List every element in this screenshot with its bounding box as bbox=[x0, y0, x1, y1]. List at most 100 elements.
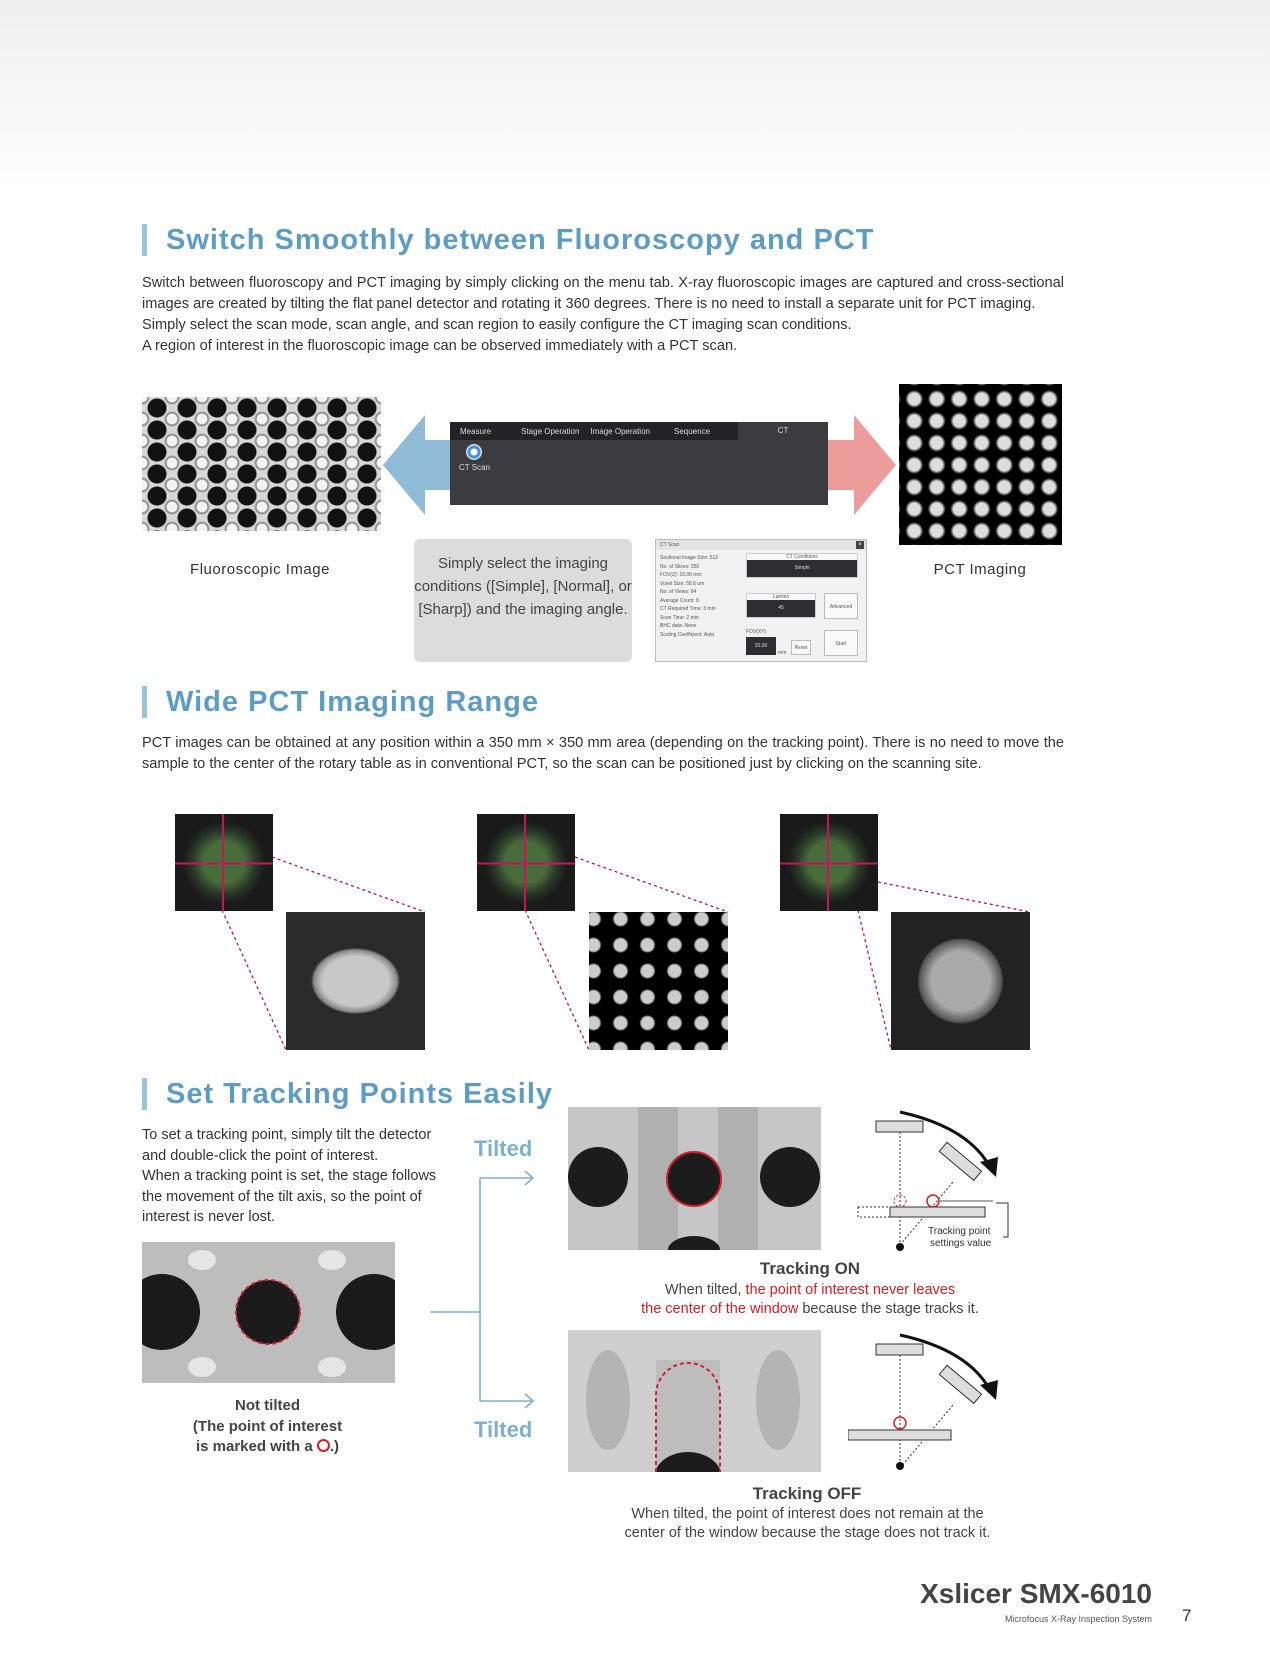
ct-scan-icon bbox=[466, 444, 483, 460]
tracking-off-title: Tracking OFF bbox=[752, 1484, 862, 1503]
close-icon[interactable]: × bbox=[856, 541, 864, 549]
software-menu-panel: Measure Stage Operation Image Operation … bbox=[450, 422, 828, 505]
paragraph: A region of interest in the fluoroscopic… bbox=[142, 338, 738, 354]
tab-stage-operation[interactable]: Stage Operation bbox=[521, 426, 580, 436]
desc-line: When tilted, the point of interest does … bbox=[631, 1506, 984, 1522]
info-line: No. of Views: 64 bbox=[660, 589, 697, 595]
zoom-connector-lines bbox=[221, 856, 1031, 1051]
not-tilted-caption: Not tilted (The point of interest is mar… bbox=[150, 1396, 385, 1458]
info-line: Average Count: 8 bbox=[660, 597, 699, 604]
fov-label: FOV(XY) bbox=[746, 629, 767, 635]
board-thumbnail bbox=[477, 814, 575, 911]
ct-scan-label: CT Scan bbox=[459, 463, 490, 472]
section-title-range: Wide PCT Imaging Range bbox=[142, 686, 539, 718]
diagram-label: settings value bbox=[930, 1238, 992, 1249]
caption-text: .) bbox=[329, 1438, 340, 1455]
tracking-off-description: When tilted, the point of interest does … bbox=[580, 1505, 1035, 1543]
info-line: Scan Time: 2 min bbox=[660, 614, 699, 621]
menu-bar: Measure Stage Operation Image Operation … bbox=[450, 422, 828, 440]
section-body-tracking: To set a tracking point, simply tilt the… bbox=[142, 1125, 452, 1228]
desc-line: When tilted, the point of interest never… bbox=[600, 1281, 1020, 1300]
paragraph: When a tracking point is set, the stage … bbox=[142, 1168, 437, 1225]
fov-input[interactable]: 20.00 bbox=[746, 637, 776, 655]
fluoroscopic-image bbox=[142, 397, 381, 531]
dialog-title: CT Scan bbox=[660, 542, 680, 548]
info-line: Voxel Size: 58.6 um bbox=[660, 580, 705, 587]
section-body-range: PCT images can be obtained at any positi… bbox=[142, 735, 1064, 772]
dialog-titlebar: CT Scan × bbox=[656, 540, 866, 550]
reset-button[interactable]: Reset bbox=[791, 640, 811, 655]
caption-line: Not tilted bbox=[235, 1397, 300, 1414]
pct-result-ball-grid bbox=[589, 912, 728, 1050]
section-title-fluoro-pct: Switch Smoothly between Fluoroscopy and … bbox=[142, 224, 874, 256]
tilted-label-bottom: Tilted bbox=[474, 1417, 533, 1442]
desc-text: because the stage tracks it. bbox=[798, 1301, 979, 1317]
caption-line: (The point of interest bbox=[192, 1417, 343, 1435]
start-button[interactable]: Start bbox=[824, 630, 858, 656]
info-line: Sectional Image Size: 512 bbox=[660, 555, 719, 561]
ct-conditions-group: CT Conditions Simple bbox=[746, 553, 858, 578]
arrow-right-icon bbox=[854, 415, 896, 515]
desc-line: the center of the window because the sta… bbox=[600, 1300, 1020, 1319]
info-line: FOV(Z): 15.00 mm bbox=[660, 572, 702, 578]
section-title-tracking: Set Tracking Points Easily bbox=[142, 1078, 553, 1110]
desc-highlight: the center of the window bbox=[641, 1301, 799, 1317]
tracking-off-diagram bbox=[848, 1333, 998, 1470]
arrow-right-shaft bbox=[826, 440, 856, 490]
product-subtitle: Microfocus X-Ray Inspection System bbox=[1004, 1614, 1152, 1624]
tracking-on-image bbox=[568, 1107, 821, 1250]
info-line: Scaling Coefficient: Auto bbox=[660, 631, 715, 638]
lamino-label: Lamino bbox=[772, 594, 790, 600]
scan-info-list: Sectional Image Size: 512 No. of Slices:… bbox=[660, 554, 718, 639]
board-thumbnail bbox=[175, 814, 273, 911]
tilted-label-top: Tilted bbox=[474, 1136, 533, 1161]
tracking-off-image bbox=[568, 1330, 821, 1472]
page-number: 7 bbox=[1182, 1606, 1192, 1625]
branch-bracket bbox=[430, 1170, 535, 1409]
tracking-on-title: Tracking ON bbox=[759, 1259, 861, 1278]
info-line: No. of Slices: 256 bbox=[660, 563, 700, 570]
fluoroscopic-caption: Fluoroscopic Image bbox=[190, 561, 330, 578]
desc-line: center of the window because the stage d… bbox=[624, 1525, 991, 1541]
board-thumbnail bbox=[780, 814, 878, 911]
section-body-fluoro-pct: Switch between fluoroscopy and PCT imagi… bbox=[142, 273, 1064, 357]
arrow-left-shaft bbox=[422, 440, 452, 490]
diagram-label: Tracking point bbox=[928, 1226, 991, 1237]
tracking-off-xray bbox=[586, 1350, 800, 1472]
desc-text: When tilted, bbox=[664, 1282, 746, 1298]
arrow-left-icon bbox=[383, 415, 425, 515]
product-name: Xslicer SMX-6010 bbox=[920, 1578, 1152, 1609]
desc-highlight: the point of interest never leaves bbox=[745, 1282, 956, 1298]
tab-measure[interactable]: Measure bbox=[460, 426, 492, 436]
caption-line: is marked with a .) bbox=[150, 1437, 385, 1458]
tab-image-operation[interactable]: Image Operation bbox=[590, 426, 650, 436]
ct-conditions-select[interactable]: Simple bbox=[747, 560, 857, 577]
paragraph: To set a tracking point, simply tilt the… bbox=[142, 1127, 432, 1164]
tracking-on-xray bbox=[568, 1107, 820, 1250]
pct-caption: PCT Imaging bbox=[933, 561, 1027, 578]
pct-result-chip-void bbox=[286, 912, 425, 1050]
not-tilted-xray bbox=[142, 1250, 395, 1377]
callout-box: Simply select the imaging conditions ([S… bbox=[414, 539, 632, 662]
tracking-on-diagram: Tracking point settings value bbox=[857, 1110, 1009, 1251]
lamino-group: Lamino 45 bbox=[746, 593, 816, 618]
ct-scan-dialog: CT Scan × Sectional Image Size: 512 No. … bbox=[655, 539, 867, 662]
paragraph: Switch between fluoroscopy and PCT imagi… bbox=[142, 275, 1064, 312]
not-tilted-image bbox=[142, 1242, 395, 1383]
paragraph: Simply select the scan mode, scan angle,… bbox=[142, 317, 852, 333]
ct-scan-button[interactable]: CT Scan bbox=[459, 444, 490, 472]
advanced-button[interactable]: Advanced bbox=[824, 593, 858, 619]
page-header-background bbox=[0, 0, 1270, 200]
lamino-select[interactable]: 45 bbox=[747, 600, 815, 617]
fov-unit: mm bbox=[778, 650, 787, 656]
pct-result-qfp bbox=[891, 912, 1030, 1050]
ct-conditions-label: CT Conditions bbox=[786, 554, 818, 560]
tracking-on-description: When tilted, the point of interest never… bbox=[600, 1281, 1020, 1319]
red-circle-icon bbox=[316, 1439, 330, 1452]
pct-image bbox=[899, 384, 1062, 545]
tab-sequence[interactable]: Sequence bbox=[673, 426, 711, 436]
tab-ct[interactable]: CT bbox=[738, 422, 828, 440]
caption-text: is marked with a bbox=[195, 1438, 313, 1455]
info-line: CT Required Time: 3 min bbox=[660, 606, 716, 612]
info-line: BHC data: None bbox=[660, 623, 697, 629]
